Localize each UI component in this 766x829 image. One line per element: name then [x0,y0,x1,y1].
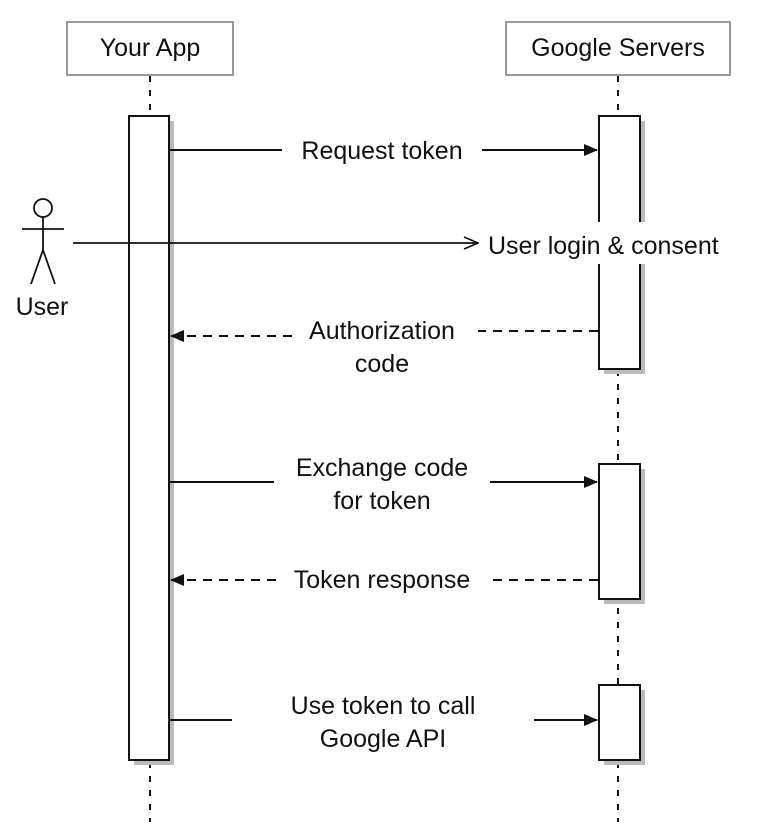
google-servers-label: Google Servers [531,34,705,62]
request-token-label: Request token [301,137,462,165]
your-app-label: Your App [100,34,201,62]
exchange-code-line2: for token [333,487,430,515]
message-user-login: User login & consent [73,222,766,264]
authorization-code-line1: Authorization [309,317,455,345]
user-actor-icon [22,198,64,285]
authorization-code-line2: code [355,350,409,378]
message-token-response: Token response [170,566,598,594]
google-activation-3 [598,684,641,761]
message-request-token: Request token [169,137,598,165]
your-app-header: Your App [66,21,234,76]
google-servers-header: Google Servers [505,21,731,76]
message-authorization-code: Authorization code [170,317,598,378]
exchange-code-line1: Exchange code [296,454,468,482]
google-activation-2 [598,463,641,600]
user-login-label: User login & consent [488,232,719,260]
user-label: User [16,293,69,321]
message-use-token: Use token to call Google API [169,692,598,753]
use-token-line1: Use token to call [291,692,476,720]
use-token-line2: Google API [320,725,446,753]
your-app-activation [128,115,170,761]
token-response-label: Token response [294,566,471,594]
message-exchange-code: Exchange code for token [169,454,598,515]
